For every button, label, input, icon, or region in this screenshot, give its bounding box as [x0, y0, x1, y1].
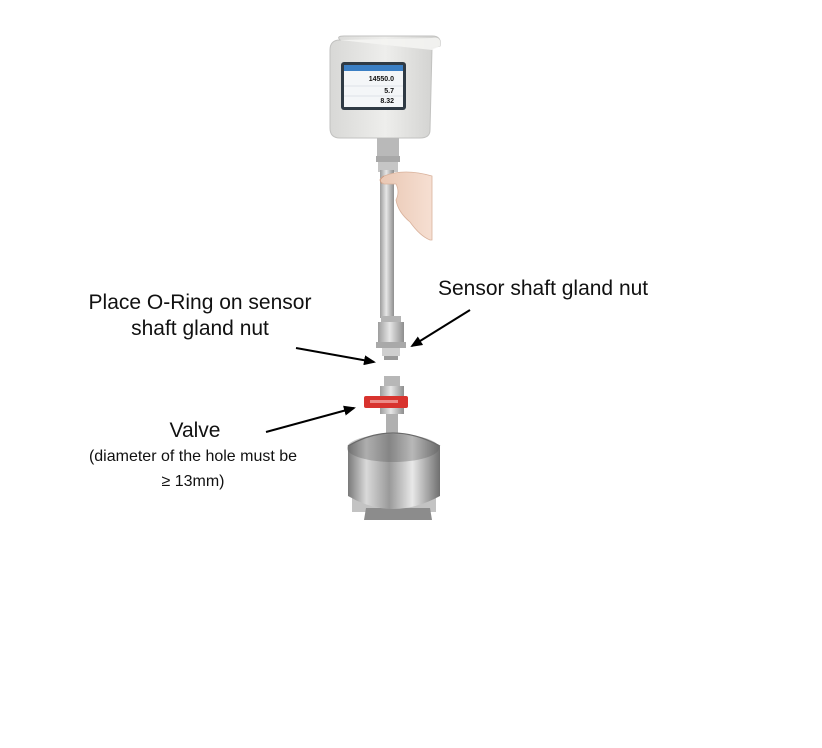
oring-instruction-label: Place O-Ring on sensor shaft gland nut [70, 290, 330, 342]
sensor-shaft [380, 170, 394, 318]
housing-neck [376, 138, 400, 172]
arrow-oring [295, 347, 376, 366]
valve-note-line1: (diameter of the hole must be [88, 448, 298, 465]
display-reading-velocity: 5.7 [384, 88, 394, 95]
oring-label-line2: shaft gland nut [131, 317, 269, 340]
shaft-gland-nut [376, 316, 406, 360]
transmitter-housing: 14550.0 5.7 8.32 [329, 35, 441, 139]
display-reading-flow: 14550.0 [369, 76, 394, 83]
hand [379, 171, 433, 241]
arrow-valve [265, 405, 356, 433]
valve-note-line2: ≥ 13mm) [161, 473, 225, 490]
arrow-gland-nut [410, 309, 471, 348]
oring-label-line1: Place O-Ring on sensor [88, 291, 312, 314]
pipe-clamp [347, 432, 441, 520]
gland-nut-label: Sensor shaft gland nut [438, 277, 649, 300]
valve-note: (diameter of the hole must be ≥ 13mm) [60, 444, 326, 494]
ball-valve [364, 376, 408, 436]
valve-label: Valve [169, 419, 221, 442]
display-reading-temperature: 8.32 [380, 98, 394, 105]
